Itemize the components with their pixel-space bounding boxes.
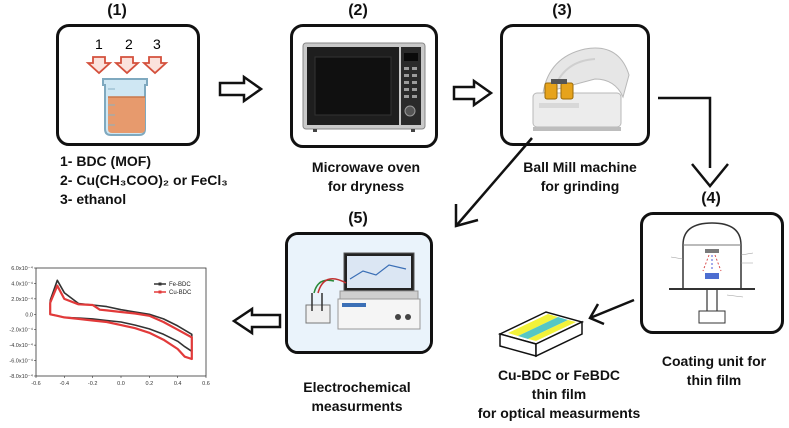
x-tick-label: -0.2 [88,381,97,387]
step-1-caption-line-3: 3- ethanol [60,191,127,207]
arrow-left-icon [588,298,635,326]
potentiostat-icon [288,235,430,351]
step-5-caption: Electrochemical measurments [282,378,432,416]
step-4-box [640,212,784,334]
thin-film-caption: Cu-BDC or FeBDC thin film for optical me… [466,366,652,423]
legend-label: Cu-BDC [169,290,192,296]
step-4-caption: Coating unit for thin film [646,352,782,390]
step-3-box [500,24,650,146]
x-tick-label: 0.0 [117,381,125,387]
thin-film-caption-line-3: for optical measurments [477,405,641,421]
y-tick-label: 4.0x10⁻⁴ [11,280,33,287]
x-tick-label: 0.6 [202,381,210,387]
y-tick-label: 6.0x10⁻⁴ [11,265,33,272]
x-tick-label: -0.6 [31,381,40,387]
legend-label: Fe-BDC [169,282,191,288]
step-5-number: (5) [348,210,368,227]
step-1-number: (1) [107,2,127,19]
beaker-label-3: 3 [153,36,161,52]
step-1-box: 1 2 3 [56,24,200,146]
y-tick-label: 0.0 [25,312,33,318]
step-4-number: (4) [701,190,721,207]
arrow-right-icon [218,74,264,104]
arrow-right-icon [452,78,494,108]
y-tick-label: -2.0x10⁻⁴ [9,327,33,334]
beaker-label-1: 1 [95,36,103,52]
beaker-icon: 1 2 3 [85,36,169,136]
arrow-diagonal-icon [454,137,533,228]
cyclic-voltammetry-chart: -0.6 -0.4 -0.2 0.0 0.2 0.4 0.6 6.0x10⁻⁴ 4.0x10⁻⁴… [9,265,210,387]
step-1-caption-line-1: 1- BDC (MOF) [60,153,151,169]
y-tick-label: -8.0x10⁻⁴ [9,373,33,380]
beaker-label-2: 2 [125,36,133,52]
y-tick-label: -4.0x10⁻⁴ [9,342,33,349]
series-line-cu-bdc [49,284,193,361]
step-3-caption-line-2: for grinding [540,178,620,194]
step-2-box [290,24,438,148]
y-tick-label: 2.0x10⁻⁴ [11,296,33,303]
thin-film-substrate-icon [497,311,585,358]
coating-chamber-icon [669,222,755,324]
step-3-caption: Ball Mill machine for grinding [505,158,655,196]
step-4-caption-line-1: Coating unit for [661,353,767,369]
x-tick-label: 0.4 [174,381,182,387]
step-1-caption: 1- BDC (MOF) 2- Cu(CH₃COO)₂ or FeCl₃ 3- … [60,152,228,209]
microwave-oven-icon [302,42,426,132]
step-1-caption-line-2: 2- Cu(CH₃COO)₂ or FeCl₃ [60,172,228,188]
thin-film-caption-line-2: thin film [531,386,587,402]
y-tick-label: -6.0x10⁻⁴ [9,358,33,365]
arrow-bend-down-icon [658,96,729,188]
ball-mill-icon [532,47,630,131]
arrow-left-icon [231,306,282,336]
x-tick-label: 0.2 [146,381,154,387]
step-2-caption: Microwave oven for dryness [296,158,436,196]
step-2-caption-line-1: Microwave oven [311,159,421,175]
legend-marker [158,290,162,294]
step-5-caption-line-1: Electrochemical [303,379,411,395]
step-2-number: (2) [348,2,368,19]
step-3-number: (3) [552,2,572,19]
step-2-caption-line-2: for dryness [327,178,405,194]
step-5-caption-line-2: measurments [311,398,403,414]
legend-marker [158,282,162,286]
step-3-caption-line-1: Ball Mill machine [523,159,637,175]
step-5-box [285,232,433,354]
thin-film-caption-line-1: Cu-BDC or FeBDC [497,367,621,383]
x-tick-label: -0.4 [60,381,69,387]
step-4-caption-line-2: thin film [686,372,742,388]
